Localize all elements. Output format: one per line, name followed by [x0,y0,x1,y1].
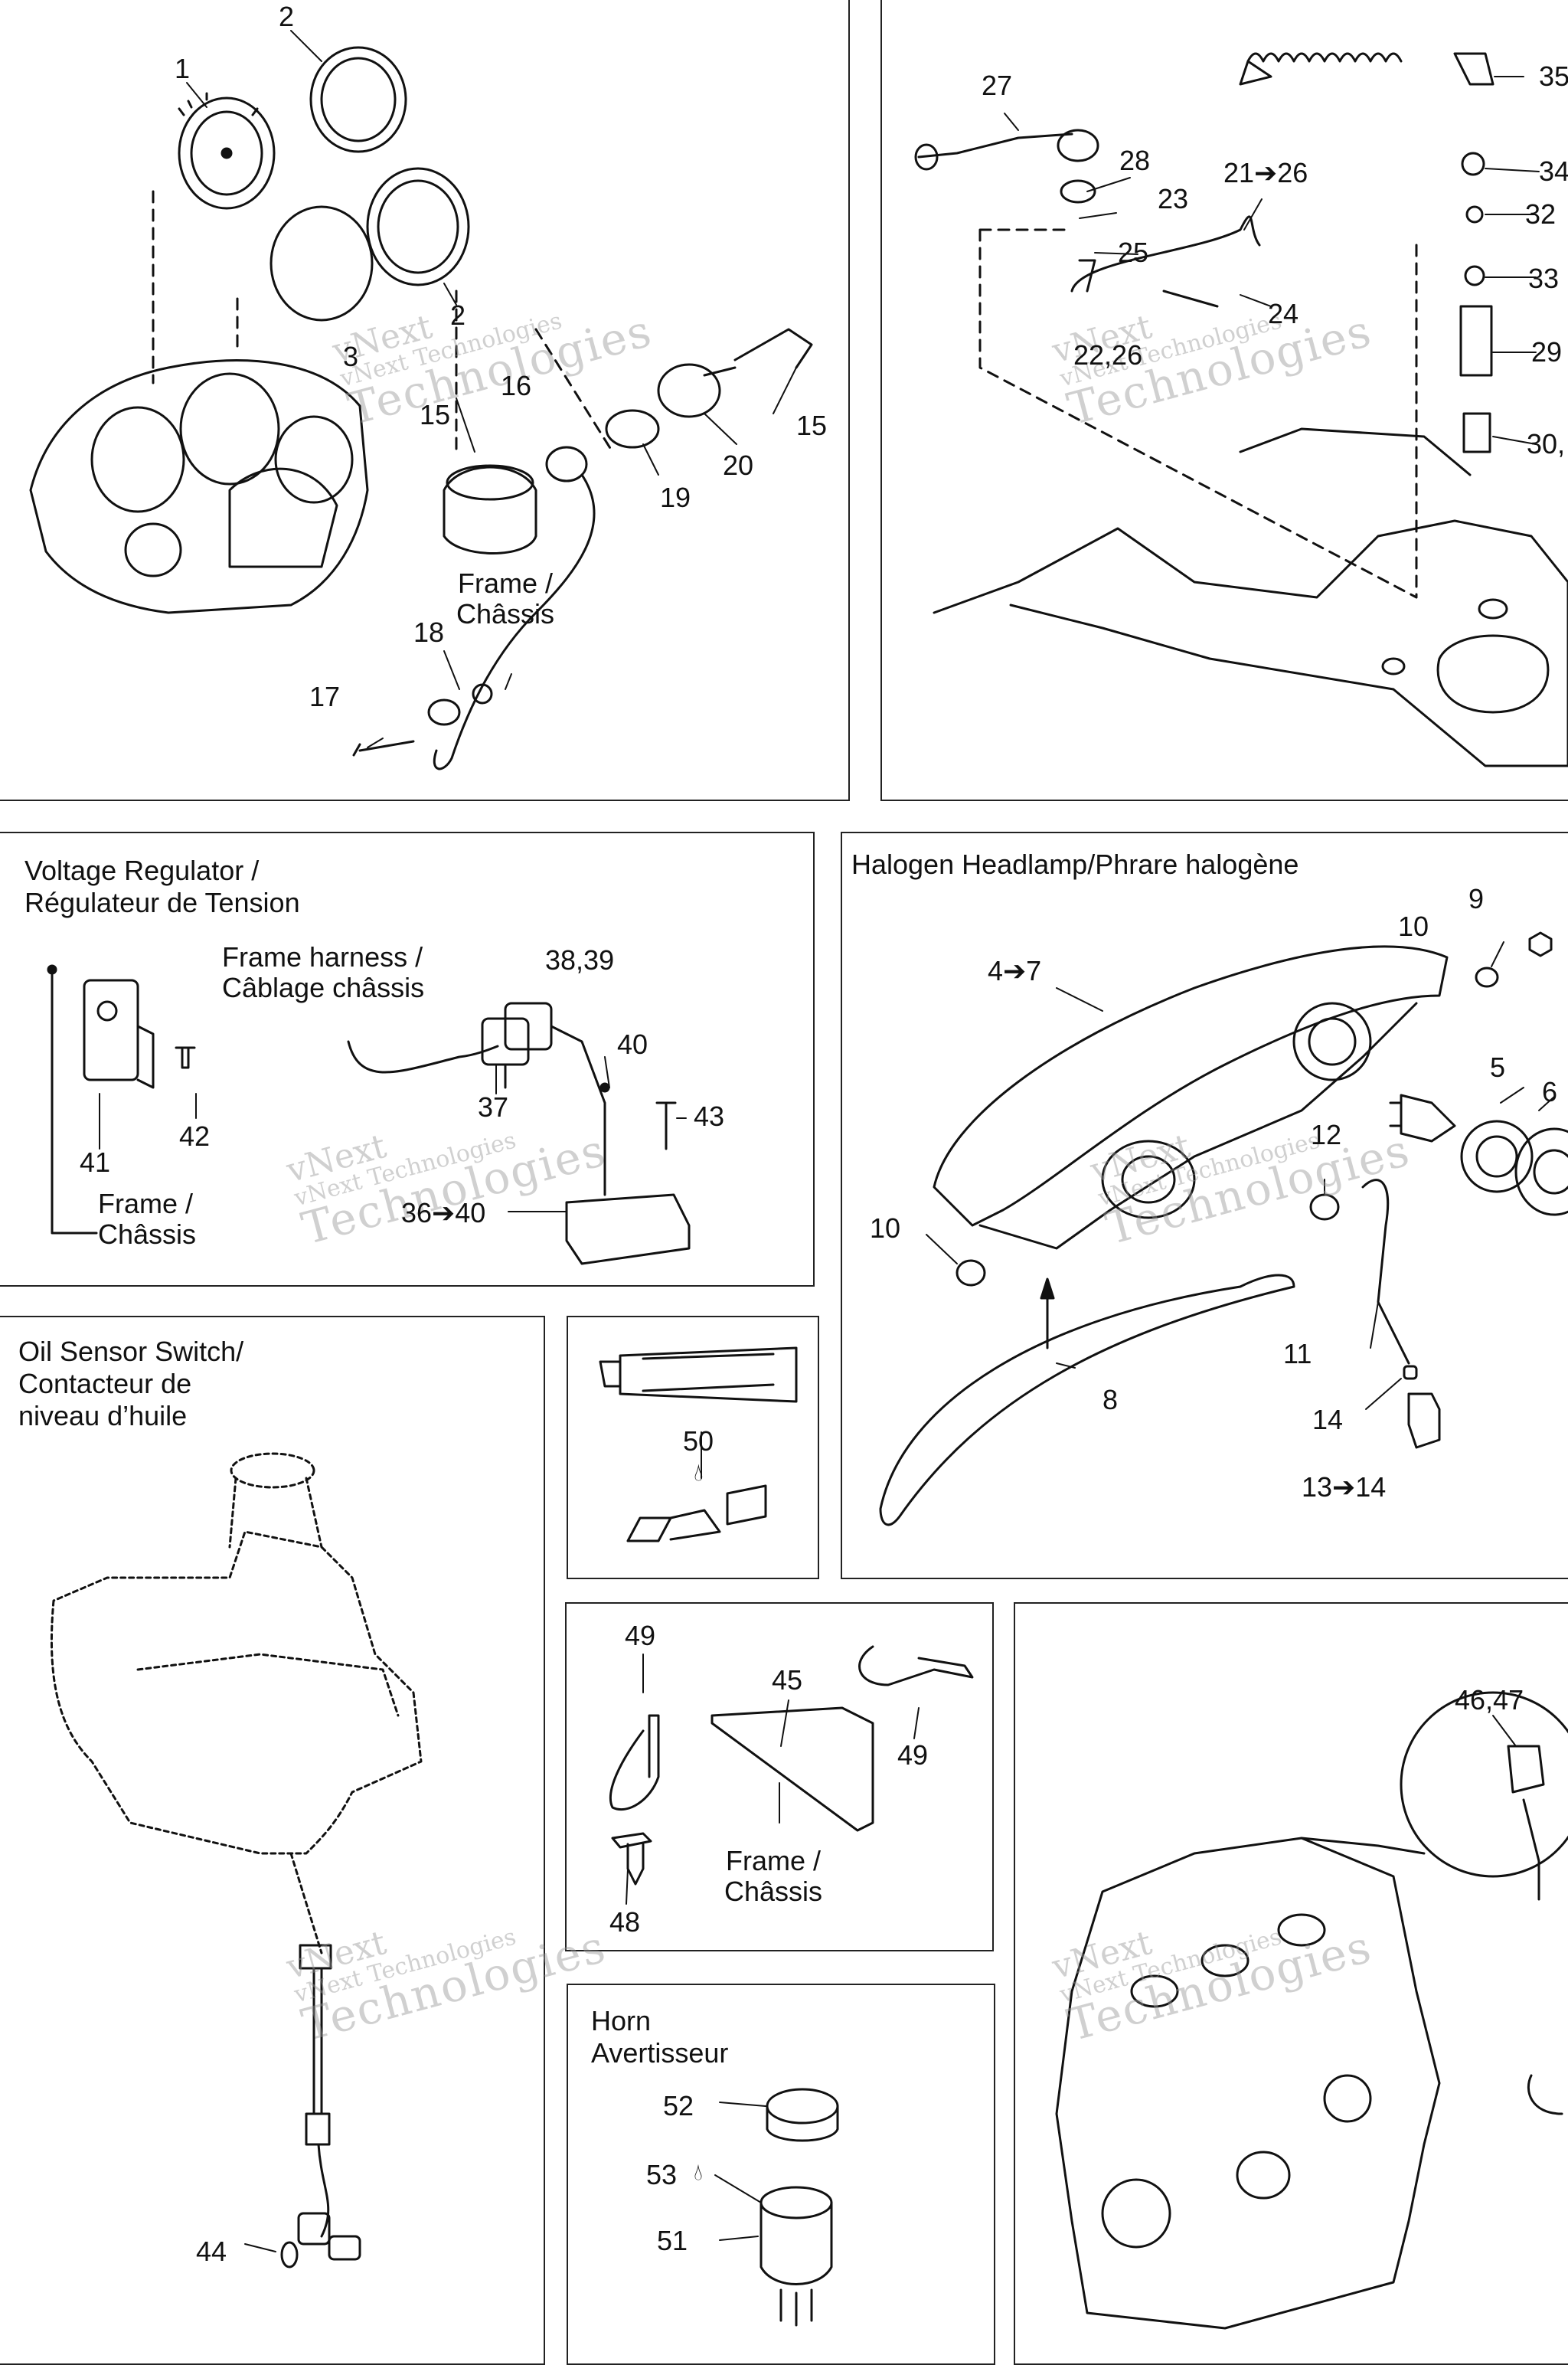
callout-14: 14 [1312,1404,1344,1435]
frame-chassis-label: Frame / Châssis [724,1845,823,1907]
callout-11: 11 [1283,1338,1312,1369]
frame-chassis-label: Frame / Châssis [456,568,555,630]
callout-37: 37 [478,1091,509,1123]
callout-33: 33 [1528,263,1560,294]
callout-49: 49 [897,1739,929,1771]
callout-4-7: 4➔7 [988,955,1042,986]
callout-30: 30, [1527,428,1566,460]
callout-22-26: 22,26 [1073,339,1143,371]
callout-17: 17 [309,681,341,712]
callout-27: 27 [982,70,1013,101]
callout-48: 48 [609,1906,641,1938]
callout-6: 6 [1542,1076,1558,1107]
frame-harness-label: Frame harness / Câblage châssis [222,941,425,1003]
horn-title: Horn Avertisseur [591,2005,729,2069]
callout-23: 23 [1158,183,1189,214]
callout-32: 32 [1525,198,1557,230]
callout-3: 3 [343,341,359,372]
callout-36-40: 36➔40 [401,1197,486,1228]
callout-16: 16 [501,370,532,401]
callout-53: 53 [646,2159,678,2190]
callout-10: 10 [870,1212,901,1244]
callout-41: 41 [80,1147,111,1178]
callout-2: 2 [450,299,466,331]
callout-49: 49 [625,1620,656,1651]
callout-45: 45 [772,1664,803,1696]
callout-20: 20 [723,450,754,481]
callout-15: 15 [796,410,828,441]
callout-44: 44 [196,2236,227,2267]
callout-28: 28 [1119,145,1151,176]
callout-21-26: 21➔26 [1223,157,1308,188]
callout-25: 25 [1118,237,1149,268]
callout-12: 12 [1311,1119,1342,1150]
callout-35: 35 [1539,61,1568,92]
callout-40: 40 [617,1029,648,1060]
drop-icon: 💧︎ [694,2159,703,2186]
headlamp-title: Halogen Headlamp/Phrare halogène [851,849,1299,880]
panel-console [880,0,1568,801]
callout-52: 52 [663,2090,694,2121]
callout-9: 9 [1468,883,1485,914]
voltage-regulator-title: Voltage Regulator / Régulateur de Tensio… [24,855,300,918]
callout-29: 29 [1531,336,1563,368]
callout-46-47: 46,47 [1455,1684,1524,1716]
callout-24: 24 [1268,298,1299,329]
drop-icon: 💧︎ [694,1457,704,1487]
callout-19: 19 [660,482,691,513]
callout-10: 10 [1398,911,1429,942]
callout-15: 15 [420,399,451,430]
panel-oil-sensor: Oil Sensor Switch/ Contacteur de niveau … [0,1316,545,2365]
frame-chassis-label: Frame / Châssis [98,1188,197,1250]
callout-2: 2 [279,1,295,32]
callout-18: 18 [413,617,445,648]
panel-horn: Horn Avertisseur [567,1984,995,2365]
callout-5: 5 [1490,1052,1506,1083]
callout-1: 1 [175,53,191,84]
callout-43: 43 [694,1101,725,1132]
oil-sensor-title: Oil Sensor Switch/ Contacteur de niveau … [18,1336,244,1431]
callout-51: 51 [657,2225,688,2256]
callout-8: 8 [1102,1384,1119,1415]
callout-34: 34 [1539,155,1568,187]
callout-50: 50 [683,1425,714,1457]
callout-13-14: 13➔14 [1302,1471,1387,1503]
callout-42: 42 [179,1120,211,1152]
callout-38-39: 38,39 [545,944,615,976]
